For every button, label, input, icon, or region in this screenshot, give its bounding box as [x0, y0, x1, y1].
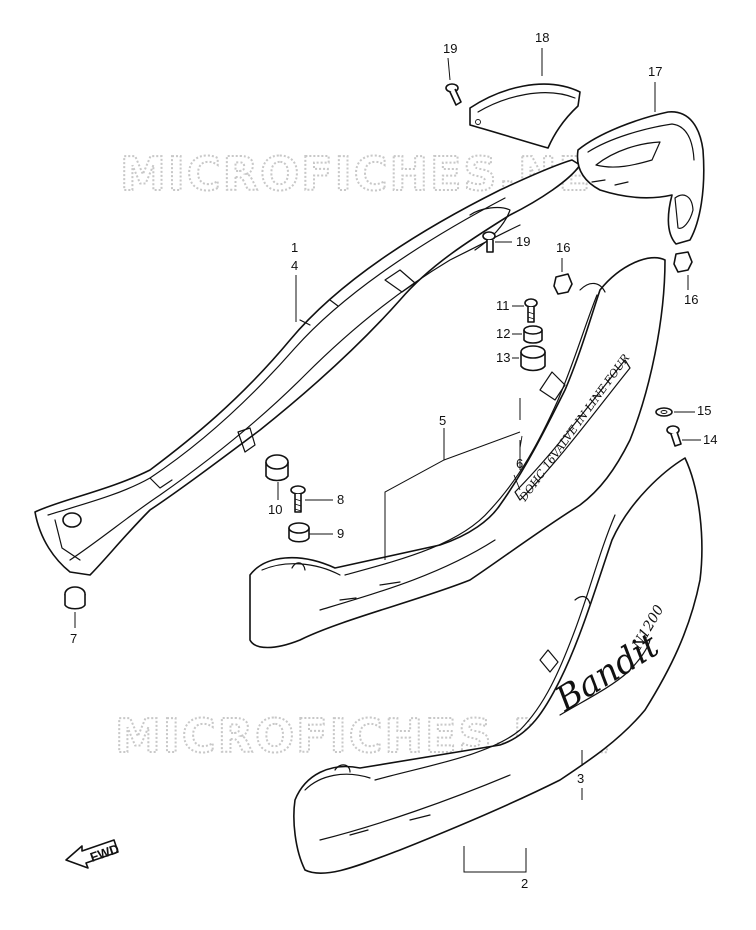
- cover-plate-18: [469, 83, 581, 149]
- frame-cover-boss: [62, 512, 82, 528]
- grommet-10: [265, 454, 289, 482]
- callout-15: 15: [697, 403, 711, 418]
- screw-8: [290, 485, 306, 513]
- nut-9: [288, 522, 310, 543]
- callout-18: 18: [535, 30, 549, 45]
- callout-6: 6: [516, 456, 523, 471]
- screw-19-mid: [482, 231, 496, 253]
- grommet-13: [520, 345, 546, 372]
- callout-3: 3: [577, 771, 584, 786]
- clip-16-left: [553, 273, 573, 295]
- hardware: [64, 83, 693, 610]
- callout-10: 10: [268, 502, 282, 517]
- collar-12: [523, 325, 543, 344]
- callout-16-right: 16: [684, 292, 698, 307]
- callout-16-left: 16: [556, 240, 570, 255]
- callout-5: 5: [439, 413, 446, 428]
- callout-1: 1: [291, 240, 298, 255]
- callout-17: 17: [648, 64, 662, 79]
- callout-2: 2: [521, 876, 528, 891]
- washer-15: [655, 407, 673, 417]
- callout-11: 11: [496, 298, 510, 313]
- callouts: 1 4 5 6 7 8 9 10 11 12 13 14 15 16 16 17…: [70, 30, 717, 891]
- frame-cover: [34, 159, 581, 576]
- clip-16-right: [673, 251, 693, 273]
- callout-9: 9: [337, 526, 344, 541]
- grommet-7: [64, 586, 86, 610]
- callout-19-top: 19: [443, 41, 457, 56]
- tail-piece-17: [576, 111, 705, 245]
- callout-7: 7: [70, 631, 77, 646]
- screw-14: [666, 425, 682, 447]
- leader-lines: [74, 48, 701, 873]
- fwd-label: FWD: [88, 841, 121, 865]
- screw-11: [524, 298, 538, 323]
- callout-4: 4: [291, 258, 298, 273]
- callout-12: 12: [496, 326, 510, 341]
- callout-14: 14: [703, 432, 717, 447]
- callout-8: 8: [337, 492, 344, 507]
- fwd-arrow-icon: FWD: [65, 839, 121, 869]
- callout-13: 13: [496, 350, 510, 365]
- screw-19-top: [445, 83, 462, 106]
- callout-19-mid: 19: [516, 234, 530, 249]
